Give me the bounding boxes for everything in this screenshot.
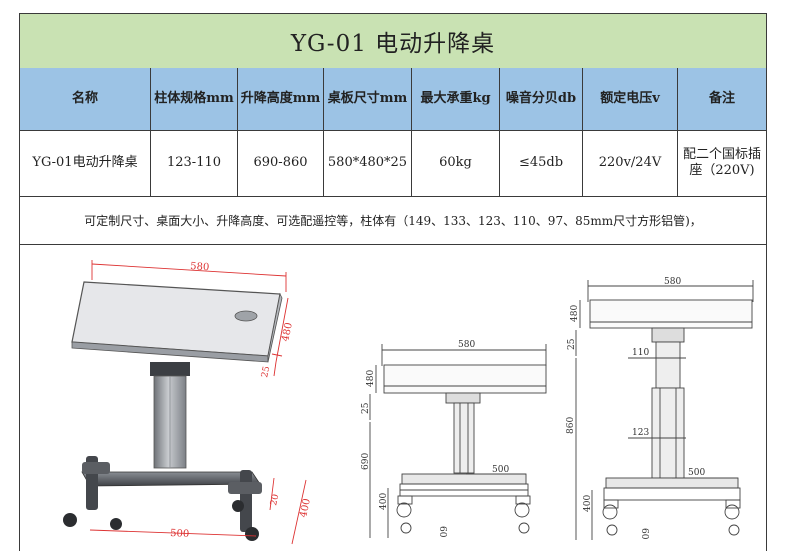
front-dim-height: 690 [361,453,371,470]
side-dim-base: 500 [688,468,705,478]
front-dim-width: 580 [458,340,475,350]
iso-dim-base-height: 20 [269,493,281,507]
cell-top-size: 580*480*25 [324,130,412,196]
spec-sheet: YG-01 电动升降桌 名称 柱体规格mm 升降高度mm 桌板尺寸mm 最大承重… [19,13,767,551]
cell-max-load: 60kg [412,130,500,196]
header-max-load: 最大承重kg [412,68,500,130]
iso-dim-base: 500 [170,528,190,540]
drawings-area: 580 480 25 500 20 400 [20,244,766,552]
cell-lift-height: 690-860 [238,130,324,196]
header-name: 名称 [20,68,151,130]
cell-voltage: 220v/24V [583,130,678,196]
side-dim-height: 860 [566,417,576,434]
side-view-labels: 580 480 25 110 123 860 500 400 60 [566,277,705,540]
front-dim-thickness: 25 [361,402,371,414]
side-dim-thickness: 25 [567,338,577,350]
header-row: 名称 柱体规格mm 升降高度mm 桌板尺寸mm 最大承重kg 噪音分贝db 额定… [20,68,766,131]
front-view-labels: 580 480 25 690 500 400 60 [361,340,509,538]
iso-dim-thickness: 25 [260,365,272,379]
side-dim-col-mid: 123 [632,428,649,438]
front-dim-depth: 480 [366,370,376,387]
header-top-size: 桌板尺寸mm [324,68,412,130]
front-view [369,344,547,538]
side-dim-width: 580 [664,277,681,287]
cell-noise: ≤45db [500,130,583,196]
side-dim-foot: 400 [583,495,593,512]
header-lift-height: 升降高度mm [238,68,324,130]
side-dim-depth: 480 [570,305,580,322]
iso-dim-width: 580 [190,261,210,273]
customization-note: 可定制尺寸、桌面大小、升降高度、可选配遥控等，柱体有（149、133、123、1… [20,196,766,245]
data-row: YG-01电动升降桌 123-110 690-860 580*480*25 60… [20,130,766,197]
cell-name: YG-01电动升降桌 [20,130,151,196]
side-dim-caster: 60 [639,528,649,540]
header-voltage: 额定电压v [583,68,678,130]
technical-drawings: 580 480 25 500 20 400 [63,260,754,545]
cell-column-spec: 123-110 [151,130,238,196]
iso-dim-depth: 480 [280,322,295,343]
isometric-view: 580 480 25 500 20 400 [63,260,313,545]
header-noise: 噪音分贝db [500,68,583,130]
front-dim-foot: 400 [379,493,389,510]
side-view [575,280,754,540]
front-dim-caster: 60 [437,526,447,538]
iso-dim-base-depth: 400 [298,498,313,519]
cell-remark: 配二个国标插座（220V) [682,146,761,178]
header-column-spec: 柱体规格mm [151,68,238,130]
side-dim-col-top: 110 [632,348,649,358]
header-remark: 备注 [708,90,735,106]
front-dim-base: 500 [492,465,509,475]
sheet-title: YG-01 电动升降桌 [20,14,766,69]
